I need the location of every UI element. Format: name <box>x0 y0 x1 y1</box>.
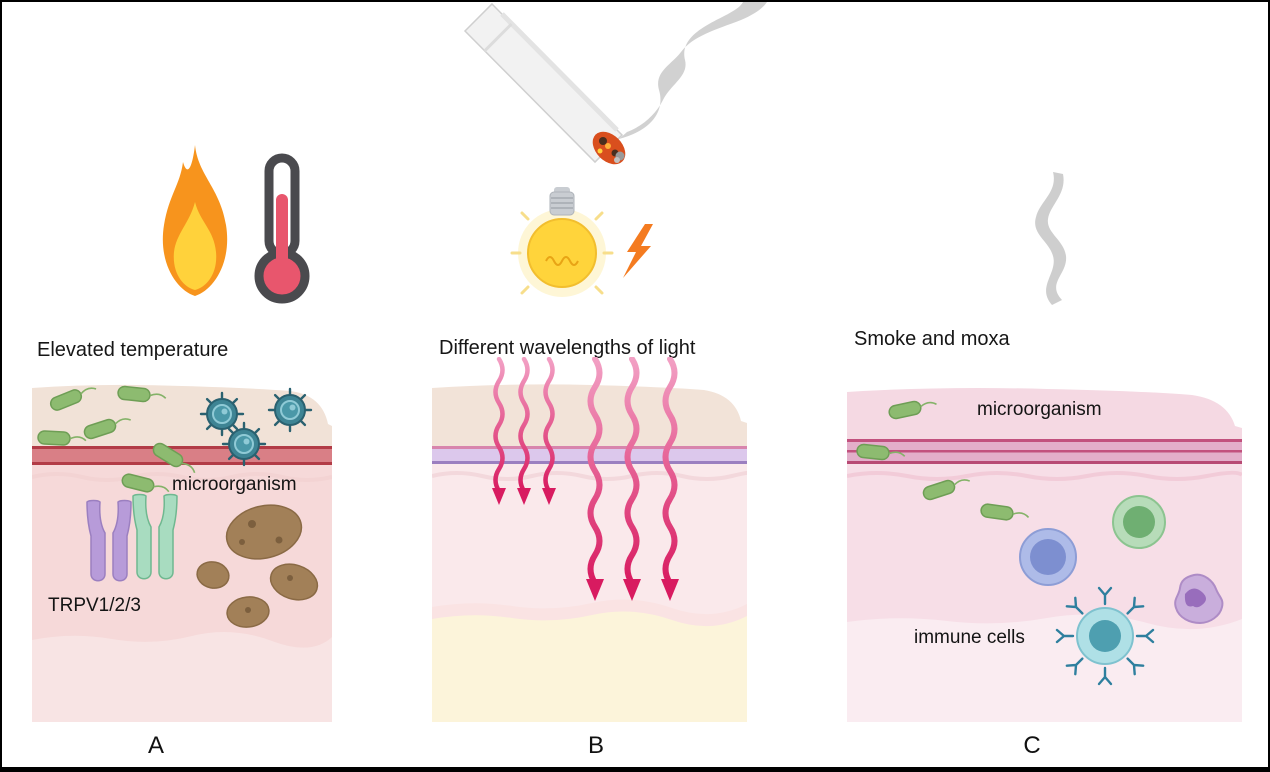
panel-letter-b: B <box>587 732 605 759</box>
thermometer-icon <box>254 153 310 304</box>
immune-cells-label: immune cells <box>914 627 1025 648</box>
skin-cross-section-b <box>432 357 747 722</box>
panel-a-caption: Elevated temperature <box>37 339 229 361</box>
lightbulb-icon <box>510 187 614 297</box>
skin-cross-section-c <box>847 388 1242 722</box>
immune-cell-teal-with-antibodies <box>1055 586 1155 686</box>
light-wave-arrows <box>492 357 679 601</box>
fire-icon <box>162 145 228 296</box>
panel-letter-c: C <box>1023 732 1041 759</box>
skin-cross-section-a <box>32 382 332 722</box>
microorganism-label-c: microorganism <box>977 399 1102 420</box>
dermal-cells <box>196 504 319 628</box>
panel-c-caption: Smoke and moxa <box>854 328 1010 350</box>
microorganism-label-a: microorganism <box>172 474 297 495</box>
trpv-channel-green <box>132 493 178 580</box>
smoke-icon <box>619 2 767 139</box>
moxa-stick-icon <box>463 2 767 165</box>
smoke-wisp-icon <box>1035 172 1067 305</box>
trpv-label: TRPV1/2/3 <box>48 595 141 616</box>
immune-cell-green <box>1112 495 1166 549</box>
panel-b-caption: Different wavelengths of light <box>439 337 696 359</box>
panel-letter-a: A <box>147 732 165 759</box>
trpv-channel-purple <box>86 499 132 582</box>
immune-cell-purple <box>1174 573 1224 625</box>
immune-cell-blue <box>1019 528 1077 586</box>
lightning-bolt-icon <box>623 224 653 278</box>
